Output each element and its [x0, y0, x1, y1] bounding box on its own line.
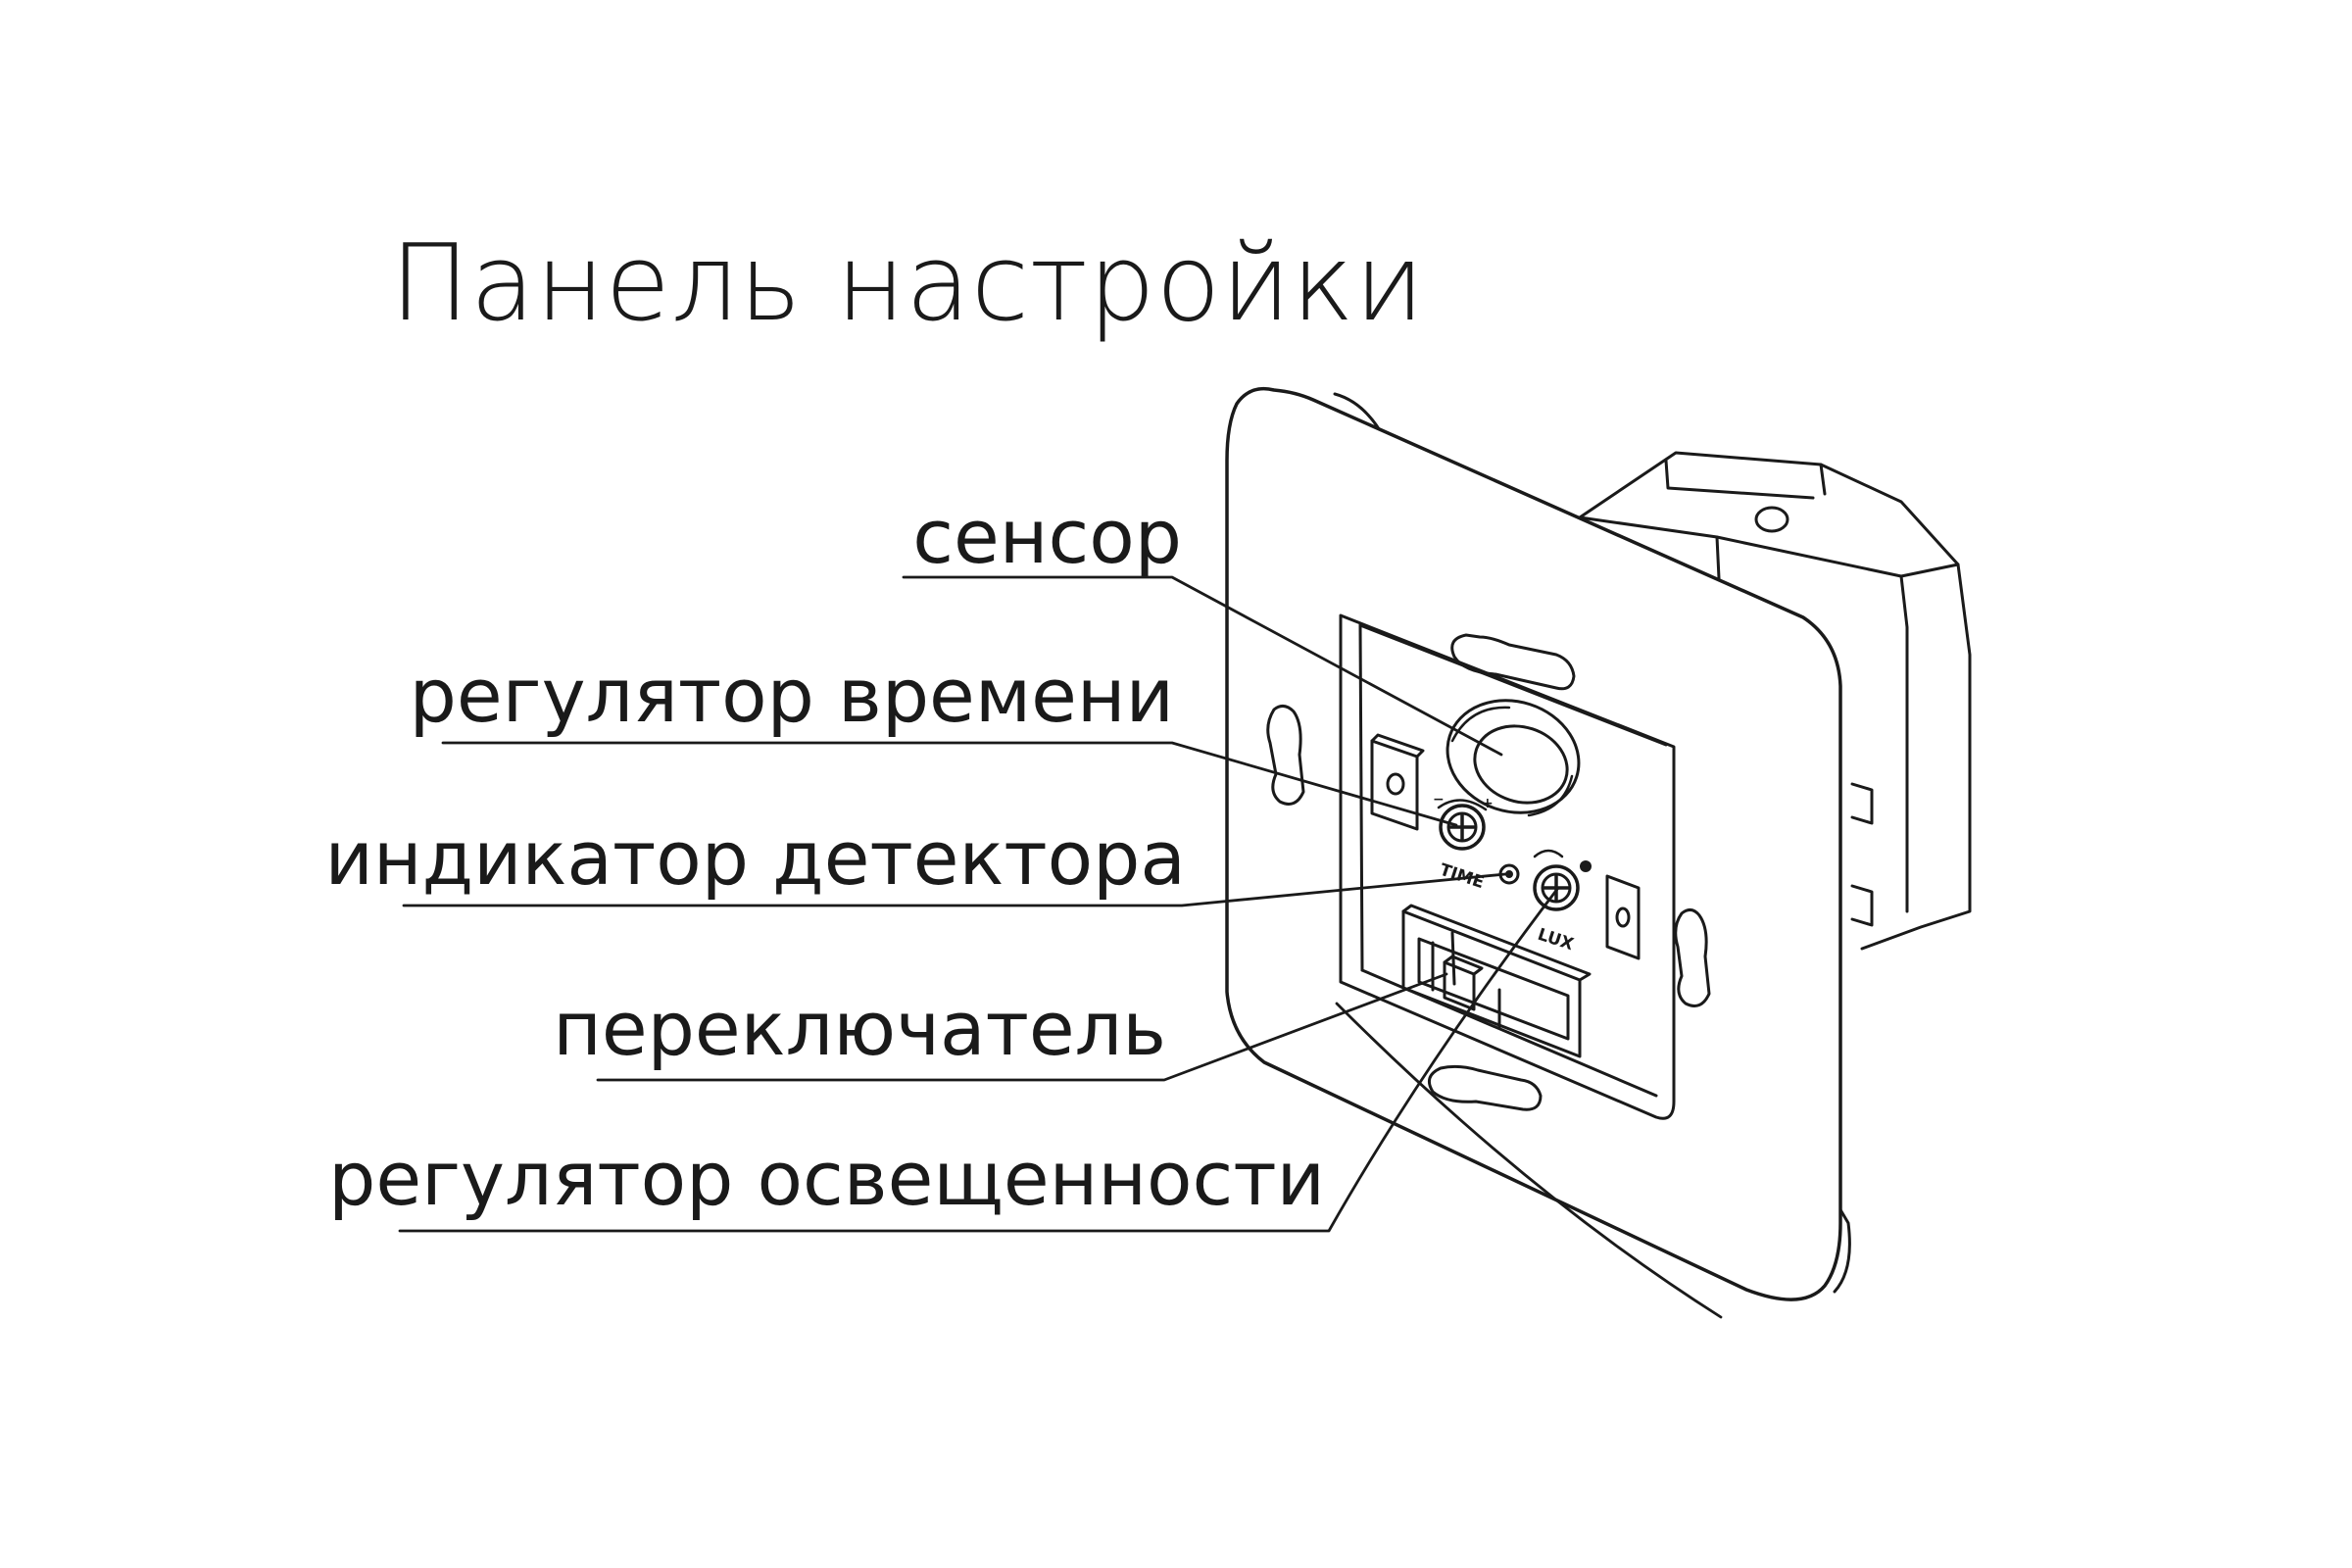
plate-shadow-line [1335, 1002, 1723, 1319]
keyhole-slot-top [1450, 633, 1576, 691]
label-detector-indicator: индикатор детектора [324, 814, 1187, 902]
label-switch: переключатель [553, 985, 1166, 1072]
label-sensor: сенсор [912, 493, 1182, 580]
rear-housing [1578, 451, 1972, 951]
slide-switch [1401, 904, 1592, 1058]
time-minus-mark: − [1433, 792, 1445, 808]
keyhole-slot-right [1674, 908, 1711, 1007]
leader-line-time-regulator [441, 741, 1458, 827]
keyhole-slot-bottom [1427, 1064, 1543, 1111]
mounting-slots [1266, 633, 1711, 1111]
time-plus-mark: + [1482, 796, 1494, 811]
terminal-left [1370, 733, 1425, 831]
leader-line-detector-indicator [402, 872, 1507, 907]
sensor-lens [1446, 699, 1581, 817]
leader-line-lux-regulator [398, 886, 1560, 1233]
terminal-right [1605, 874, 1641, 960]
front-plate [1225, 386, 1851, 1301]
lux-knob: LUX [1533, 849, 1580, 955]
leader-line-switch [596, 972, 1448, 1082]
leader-lines [398, 575, 1723, 1319]
label-time-regulator: регулятор времени [409, 652, 1174, 739]
leader-line-sensor [902, 575, 1503, 757]
page-title: Панель настройки [390, 222, 1425, 345]
keyhole-slot-left [1266, 705, 1305, 806]
label-lux-regulator: регулятор освещенности [328, 1135, 1325, 1222]
